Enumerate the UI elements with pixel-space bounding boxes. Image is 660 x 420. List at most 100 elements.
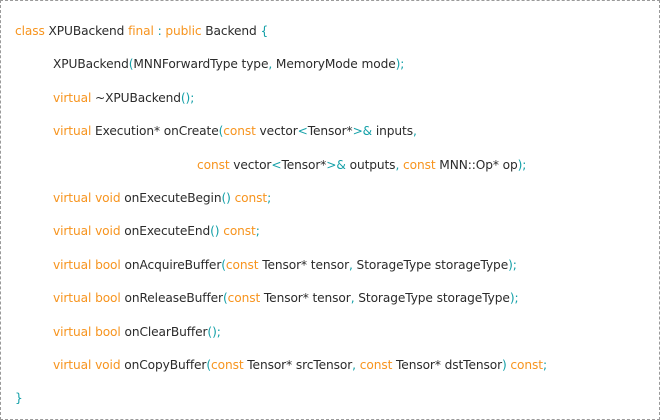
code-token: const <box>225 257 259 272</box>
code-line: XPUBackend(MNNForwardType type, MemoryMo… <box>15 48 647 81</box>
code-token: , <box>352 358 356 373</box>
code-line: virtual bool onClearBuffer(); <box>15 316 647 349</box>
code-token: , <box>350 291 355 306</box>
code-token: () <box>210 224 220 239</box>
code-token: vector <box>229 157 272 172</box>
code-token: public <box>165 24 202 38</box>
code-token: const <box>223 224 256 239</box>
code-token: bool <box>95 257 121 272</box>
code-token: < <box>297 124 308 139</box>
code-token: const <box>197 157 230 172</box>
code-token: >& <box>352 124 373 139</box>
code-token: virtual <box>53 257 92 272</box>
code-token: Tensor* tensor <box>258 257 349 272</box>
code-token: , <box>349 257 353 272</box>
code-line: } <box>15 382 647 415</box>
code-token: void <box>95 358 121 373</box>
code-token: Tensor* <box>281 157 327 172</box>
code-token: onAcquireBuffer <box>120 257 222 272</box>
code-token: vector <box>255 124 298 139</box>
code-token: onExecuteEnd <box>120 224 211 239</box>
code-token: onClearBuffer <box>120 324 208 339</box>
code-token: Execution* onCreate <box>91 124 219 139</box>
code-token: virtual <box>53 224 92 239</box>
code-token: , <box>395 157 400 172</box>
code-line: virtual bool onReleaseBuffer(const Tenso… <box>15 282 647 315</box>
code-token: ) <box>517 157 523 172</box>
code-token: ; <box>514 291 519 306</box>
code-token: void <box>95 191 121 206</box>
code-token: onCopyBuffer <box>120 358 207 373</box>
code-token: } <box>15 391 23 406</box>
code-token: ; <box>400 57 405 72</box>
code-token: ) <box>395 57 401 72</box>
code-line: class XPUBackend final : public Backend … <box>15 15 647 48</box>
code-line: virtual Execution* onCreate(const vector… <box>15 115 647 148</box>
code-token: virtual <box>53 358 92 373</box>
code-token: onReleaseBuffer <box>120 291 223 306</box>
code-token: , <box>412 124 417 139</box>
code-token: ; <box>522 157 527 172</box>
code-token: ( <box>128 57 134 72</box>
code-token: ) <box>508 257 513 272</box>
code-token: ; <box>190 90 195 105</box>
code-token: const <box>510 358 543 373</box>
code-token: < <box>271 157 282 172</box>
code-token: ; <box>267 191 272 206</box>
code-token: ( <box>222 291 228 306</box>
code-token: : <box>157 24 162 38</box>
code-listing: class XPUBackend final : public Backend … <box>15 15 647 416</box>
code-token: outputs <box>345 157 396 172</box>
code-line: virtual bool onAcquireBuffer(const Tenso… <box>15 249 647 282</box>
code-token: Tensor* srcTensor <box>243 358 353 373</box>
code-token: ~XPUBackend <box>91 90 181 105</box>
code-token: ; <box>512 257 517 272</box>
code-token: bool <box>95 291 121 306</box>
code-token: const <box>227 291 261 306</box>
code-line: virtual ~XPUBackend(); <box>15 82 647 115</box>
code-token: ; <box>542 358 547 373</box>
code-token: MNN::Op* op <box>435 157 518 172</box>
code-token: , <box>268 57 273 72</box>
code-token: () <box>221 191 231 206</box>
code-token: final <box>128 24 154 38</box>
code-token: ( <box>206 358 211 373</box>
code-token: ) <box>501 358 507 373</box>
code-token: virtual <box>53 90 92 105</box>
code-token: StorageType storageType <box>352 257 509 272</box>
code-token: inputs <box>372 124 413 139</box>
code-token: ; <box>255 224 260 239</box>
code-token: Tensor* <box>307 124 353 139</box>
code-token: Tensor* dstTensor <box>392 358 502 373</box>
code-token: void <box>95 224 121 239</box>
code-token: const <box>210 358 244 373</box>
code-token: class <box>15 24 45 38</box>
code-token: virtual <box>53 324 92 339</box>
code-token: ( <box>218 124 224 139</box>
code-line: virtual void onCopyBuffer(const Tensor* … <box>15 349 647 382</box>
code-token: const <box>403 157 436 172</box>
code-token: MemoryMode mode <box>272 57 396 72</box>
code-token: virtual <box>53 191 92 206</box>
code-line: virtual void onExecuteBegin() const; <box>15 182 647 215</box>
code-token: () <box>207 324 217 339</box>
code-token: const <box>359 358 393 373</box>
code-token: Tensor* tensor <box>260 291 351 306</box>
code-line: virtual void onExecuteEnd() const; <box>15 215 647 248</box>
code-token: ( <box>221 257 226 272</box>
code-token: virtual <box>53 124 92 139</box>
code-token: ) <box>509 291 515 306</box>
code-token: virtual <box>53 291 92 306</box>
code-token: () <box>180 90 191 105</box>
code-token: Backend <box>205 24 257 38</box>
code-token: >& <box>326 157 346 172</box>
code-token: ; <box>216 324 221 339</box>
code-token: { <box>260 24 269 38</box>
code-token: const <box>234 191 268 206</box>
code-token: XPUBackend <box>53 57 129 72</box>
code-token: XPUBackend <box>48 24 125 38</box>
code-token: bool <box>95 324 121 339</box>
code-token: StorageType storageType <box>354 291 510 306</box>
code-token: onExecuteBegin <box>120 191 222 206</box>
